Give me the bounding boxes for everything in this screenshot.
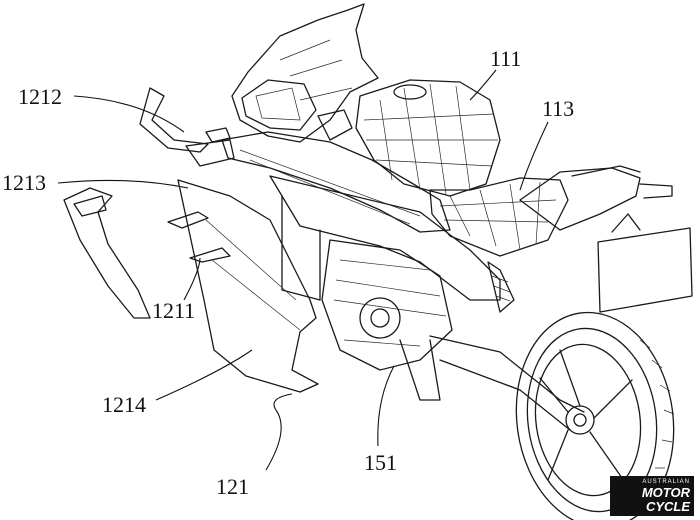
watermark-line1: MOTOR	[641, 485, 690, 500]
winglets-1211	[167, 211, 231, 263]
watermark-logo: AUSTRALIAN MOTOR CYCLE	[610, 476, 694, 516]
rear-wheel	[515, 311, 675, 520]
label-1214: 1214	[102, 392, 146, 417]
front-fairing	[231, 3, 379, 143]
tail-section	[519, 165, 673, 231]
label-151: 151	[364, 450, 397, 475]
fuel-tank	[355, 79, 501, 197]
detached-panel-1213	[63, 187, 151, 319]
detached-wing-1212	[139, 87, 231, 153]
label-113: 113	[542, 96, 574, 121]
leader-lines	[57, 69, 549, 471]
seat	[429, 177, 569, 257]
watermark-top-text: AUSTRALIAN	[642, 479, 690, 485]
label-121: 121	[216, 474, 249, 499]
lower-fairing-1214	[177, 179, 319, 393]
label-1212: 1212	[18, 84, 62, 109]
frame-and-engine	[269, 175, 585, 431]
watermark-line2: CYCLE	[645, 499, 690, 514]
license-plate	[597, 213, 693, 313]
upper-side-panel	[185, 131, 451, 233]
label-1211: 1211	[152, 298, 195, 323]
label-111: 111	[490, 46, 521, 71]
label-1213: 1213	[2, 170, 46, 195]
